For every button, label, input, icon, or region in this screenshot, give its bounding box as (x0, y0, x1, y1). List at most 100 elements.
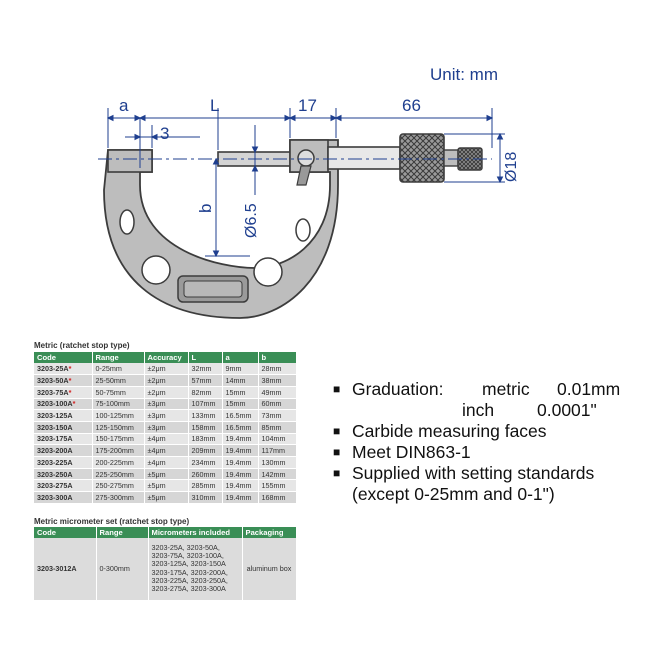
dim-17: 17 (298, 96, 317, 115)
cell-code: 3203-300A (34, 491, 93, 504)
anvil (107, 149, 153, 173)
table-row: 3203-50A* 25-50mm ±2μm 57mm 14mm 38mm (34, 374, 297, 387)
frame-hole (119, 209, 135, 235)
header-code: Code (34, 527, 97, 538)
dim-18: Ø18 (503, 152, 520, 182)
cell-a: 19.4mm (222, 433, 259, 446)
metric-header-row: Code Range Accuracy L a b (34, 352, 297, 363)
cell-a: 19.4mm (222, 444, 259, 457)
cell-a: 14mm (222, 374, 259, 387)
cell-code: 3203-250A (34, 468, 93, 481)
cell-a: 19.4mm (222, 468, 259, 481)
cell-accuracy: ±3μm (144, 421, 189, 434)
metric-table-title: Metric (ratchet stop type) (34, 341, 130, 350)
table-row: 3203-150A 125-150mm ±3μm 158mm 16.5mm 85… (34, 421, 297, 434)
unit-label: Unit: mm (430, 65, 498, 84)
cell-code: 3203-125A (34, 409, 93, 422)
thimble (399, 133, 445, 183)
table-row: 3203-75A* 50-75mm ±2μm 82mm 15mm 49mm (34, 386, 297, 399)
feature-item: ■ Carbide measuring faces (333, 421, 620, 442)
graduation-metric-value: 0.01mm (557, 379, 621, 399)
dim-b: b (196, 204, 215, 213)
graduation-metric-label: metric (482, 379, 530, 399)
sleeve (327, 146, 401, 170)
cell-code: 3203-25A* (34, 363, 93, 376)
cell-range: 175-200mm (92, 444, 145, 457)
table-row: 3203-200A 175-200mm ±4μm 209mm 19.4mm 11… (34, 444, 297, 457)
graduation-inch-value: 0.0001" (537, 400, 597, 420)
cell-a: 15mm (222, 386, 259, 399)
set-table-title: Metric micrometer set (ratchet stop type… (34, 517, 190, 526)
cell-L: 32mm (188, 363, 223, 376)
cell-code: 3203-225A (34, 456, 93, 469)
header-packaging: Packaging (242, 527, 297, 538)
feature-setting: ■ Supplied with setting standards (excep… (333, 463, 620, 505)
graduation-inch-label: inch (462, 400, 495, 420)
bullet-icon: ■ (333, 424, 341, 438)
cell-b: 28mm (258, 363, 297, 376)
cell-range: 0-25mm (92, 363, 145, 376)
cell-b: 168mm (258, 491, 297, 504)
cell-accuracy: ±4μm (144, 433, 189, 446)
cell-L: 310mm (188, 491, 223, 504)
cell-b: 60mm (258, 398, 297, 411)
cell-a: 19.4mm (222, 479, 259, 493)
cell-b: 142mm (258, 468, 297, 481)
cell-accuracy: ±2μm (144, 386, 189, 399)
cell-included: 3203-25A, 3203-50A, 3203-75A, 3203-100A,… (148, 538, 243, 601)
cell-L: 183mm (188, 433, 223, 446)
cell-code: 3203-150A (34, 421, 93, 434)
header-L: L (188, 352, 223, 363)
cell-accuracy: ±2μm (144, 363, 189, 376)
table-row: 3203-250A 225-250mm ±5μm 260mm 19.4mm 14… (34, 468, 297, 481)
cell-code: 3203-100A* (34, 398, 93, 411)
cell-L: 82mm (188, 386, 223, 399)
cell-L: 158mm (188, 421, 223, 434)
cell-range: 0-300mm (96, 538, 149, 601)
cell-code: 3203-275A (34, 479, 93, 493)
header-range: Range (96, 527, 149, 538)
cell-code: 3203-175A (34, 433, 93, 446)
lock-lever (296, 165, 312, 186)
header-a: a (222, 352, 259, 363)
cell-a: 16.5mm (222, 409, 259, 422)
thimble-collar (443, 149, 459, 167)
cell-code: 3203-3012A (34, 538, 97, 601)
cell-b: 73mm (258, 409, 297, 422)
cell-b: 155mm (258, 479, 297, 493)
cell-accuracy: ±5μm (144, 468, 189, 481)
cell-accuracy: ±3μm (144, 398, 189, 411)
dim-a: a (119, 96, 129, 115)
cell-accuracy: ±2μm (144, 374, 189, 387)
frame-hole (295, 218, 311, 242)
header-range: Range (92, 352, 145, 363)
cell-code: 3203-200A (34, 444, 93, 457)
cell-code: 3203-75A* (34, 386, 93, 399)
cell-accuracy: ±4μm (144, 456, 189, 469)
cell-code: 3203-50A* (34, 374, 93, 387)
table-row: 3203-175A 150-175mm ±4μm 183mm 19.4mm 10… (34, 433, 297, 446)
cell-L: 209mm (188, 444, 223, 457)
cell-a: 9mm (222, 363, 259, 376)
feature-list: ■ Graduation: metric 0.01mm inch 0.0001"… (333, 379, 620, 505)
metric-table: Code Range Accuracy L a b 3203-25A* 0-25… (34, 352, 297, 504)
cell-L: 260mm (188, 468, 223, 481)
cell-range: 25-50mm (92, 374, 145, 387)
set-header-row: Code Range Micrometers included Packagin… (34, 527, 297, 538)
cell-b: 130mm (258, 456, 297, 469)
dim-6-5: Ø6.5 (243, 203, 260, 238)
cell-range: 75-100mm (92, 398, 145, 411)
table-row: 3203-125A 100-125mm ±3μm 133mm 16.5mm 73… (34, 409, 297, 422)
cell-a: 15mm (222, 398, 259, 411)
cell-L: 57mm (188, 374, 223, 387)
feature-text: Supplied with setting standards (352, 463, 595, 483)
feature-text-note: (except 0-25mm and 0-1") (352, 484, 555, 504)
lock-knob (297, 149, 315, 167)
table-row: 3203-225A 200-225mm ±4μm 234mm 19.4mm 13… (34, 456, 297, 469)
cell-range: 150-175mm (92, 433, 145, 446)
cell-b: 104mm (258, 433, 297, 446)
cell-b: 49mm (258, 386, 297, 399)
cell-range: 50-75mm (92, 386, 145, 399)
cell-range: 250-275mm (92, 479, 145, 493)
frame-label-plate-inner (183, 280, 243, 298)
